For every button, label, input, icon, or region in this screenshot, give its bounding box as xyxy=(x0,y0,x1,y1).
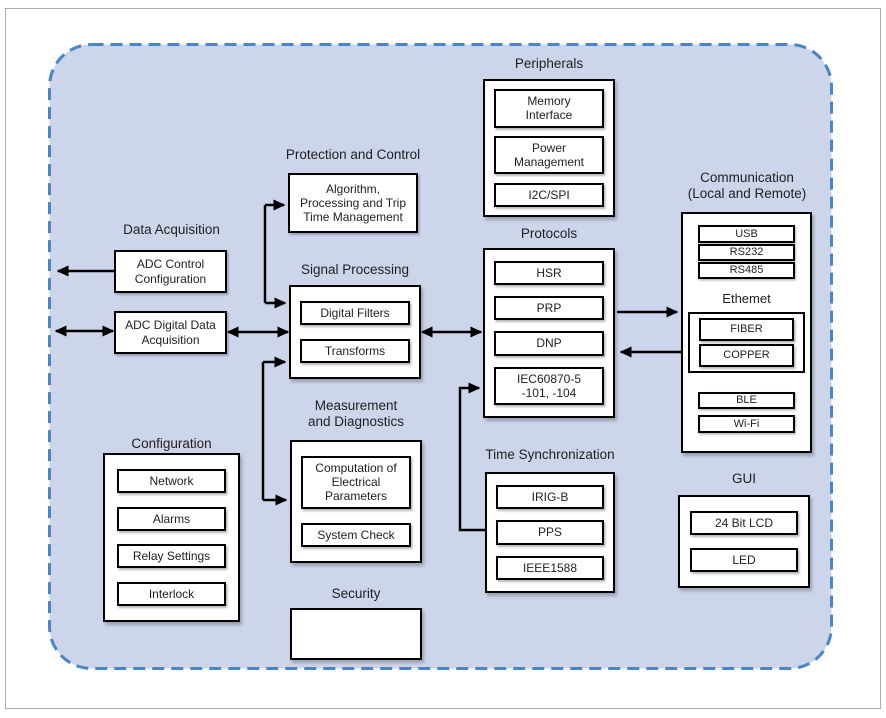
ethernet-title: Ethemet xyxy=(722,291,771,306)
signal-processing-group: Digital Filters Transforms xyxy=(289,285,421,379)
peripherals-group: Memory Interface Power Management I2C/SP… xyxy=(483,79,615,217)
box-adc-control-configuration: ADC Control Configuration xyxy=(114,250,227,293)
time-synchronization-group: IRIG-B PPS IEEE1588 xyxy=(485,472,615,593)
box-power-management: Power Management xyxy=(494,135,604,175)
box-digital-filters: Digital Filters xyxy=(300,300,410,326)
protection-and-control-title: Protection and Control xyxy=(285,147,421,162)
communication-title: Communication (Local and Remote) xyxy=(687,170,807,201)
box-algorithm-processing-trip: Algorithm, Processing and Trip Time Mana… xyxy=(288,173,418,233)
box-memory-interface: Memory Interface xyxy=(494,89,604,128)
box-rs232: RS232 xyxy=(698,244,795,261)
box-hsr: HSR xyxy=(494,261,604,286)
box-dnp: DNP xyxy=(494,331,604,356)
box-adc-digital-data-acquisition: ADC Digital Data Acquisition xyxy=(114,311,227,354)
box-iec60870: IEC60870-5 -101, -104 xyxy=(494,366,604,405)
box-led: LED xyxy=(690,548,798,573)
box-ble: BLE xyxy=(698,392,795,409)
measurement-group: Computation of Electrical Parameters Sys… xyxy=(290,440,422,563)
box-usb: USB xyxy=(698,225,795,243)
box-pps: PPS xyxy=(496,520,604,545)
protocols-title: Protocols xyxy=(520,226,578,241)
box-alarms: Alarms xyxy=(117,506,226,531)
box-relay-settings: Relay Settings xyxy=(117,544,226,569)
peripherals-title: Peripherals xyxy=(514,56,584,71)
gui-title: GUI xyxy=(731,471,756,486)
box-rs485: RS485 xyxy=(698,262,795,279)
box-wifi: Wi-Fi xyxy=(698,415,795,433)
security-title: Security xyxy=(331,586,381,601)
box-system-check: System Check xyxy=(301,522,411,547)
box-network: Network xyxy=(117,468,226,493)
box-prp: PRP xyxy=(494,296,604,321)
box-24bit-lcd: 24 Bit LCD xyxy=(690,510,798,535)
gui-group: 24 Bit LCD LED xyxy=(678,495,810,588)
box-computation-electrical-parameters: Computation of Electrical Parameters xyxy=(301,456,411,509)
box-irig-b: IRIG-B xyxy=(496,485,604,510)
ethernet-subgroup: FIBER COPPER xyxy=(688,312,805,373)
configuration-title: Configuration xyxy=(131,436,212,451)
security-group xyxy=(290,608,422,660)
signal-processing-title: Signal Processing xyxy=(300,262,410,277)
box-transforms: Transforms xyxy=(300,338,410,364)
box-ieee1588: IEEE1588 xyxy=(496,555,604,580)
protocols-group: HSR PRP DNP IEC60870-5 -101, -104 xyxy=(483,248,615,418)
time-synchronization-title: Time Synchronization xyxy=(485,447,615,462)
configuration-group: Network Alarms Relay Settings Interlock xyxy=(103,453,240,622)
communication-group: USB RS232 RS485 Ethemet FIBER COPPER BLE… xyxy=(681,212,812,453)
box-interlock: Interlock xyxy=(117,582,226,607)
data-acquisition-title: Data Acquisition xyxy=(123,222,220,237)
box-i2c-spi: I2C/SPI xyxy=(494,182,604,207)
measurement-title: Measurement and Diagnostics xyxy=(307,398,405,429)
page-frame xyxy=(5,8,881,709)
box-copper: COPPER xyxy=(699,344,794,368)
box-fiber: FIBER xyxy=(699,317,794,341)
